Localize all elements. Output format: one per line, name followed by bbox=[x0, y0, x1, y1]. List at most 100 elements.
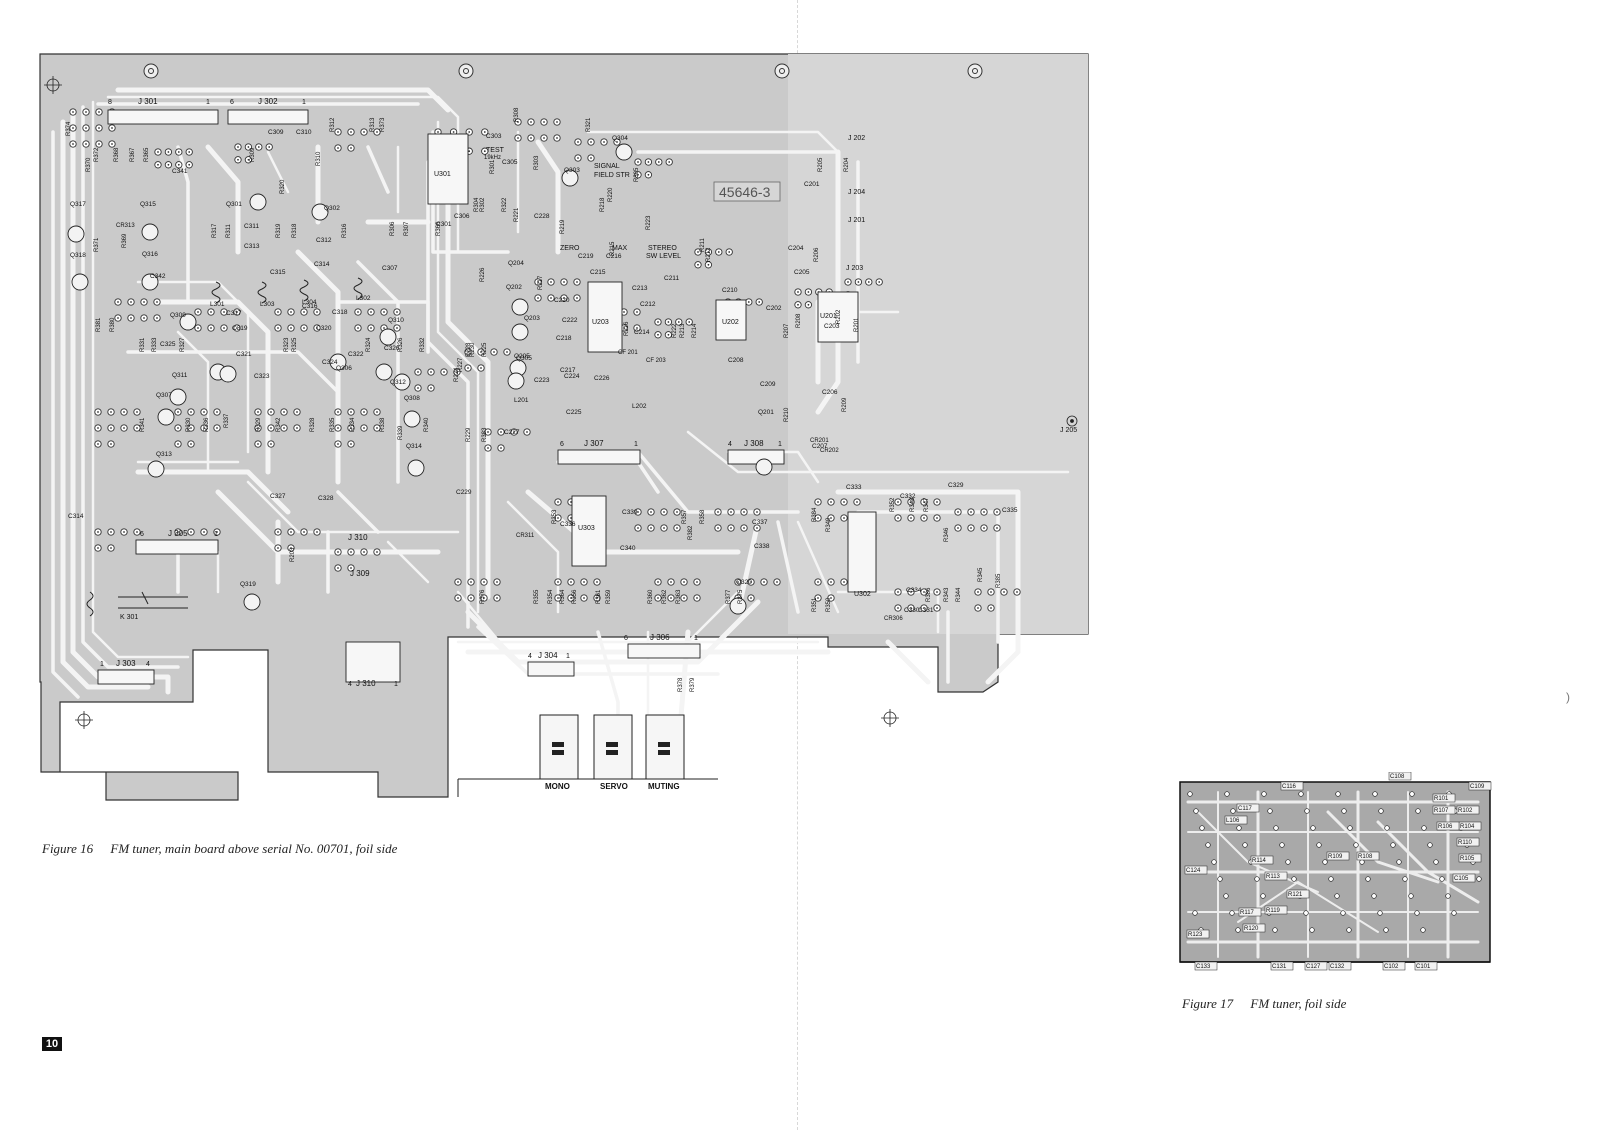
fm-part-box bbox=[1242, 923, 1266, 933]
pad-hole bbox=[188, 163, 191, 166]
fm-pad bbox=[1420, 927, 1426, 933]
component-label: C325 bbox=[160, 341, 176, 348]
component-label: 1 bbox=[778, 441, 782, 448]
fm-part-box bbox=[1452, 873, 1476, 883]
pad-hole bbox=[283, 427, 285, 429]
pad-hole bbox=[797, 291, 799, 293]
pad-hole bbox=[623, 311, 625, 313]
pad-hole bbox=[576, 281, 578, 283]
component-label: C228 bbox=[534, 213, 550, 220]
pad-hole bbox=[697, 251, 699, 253]
pad-hole bbox=[290, 531, 292, 533]
pad-hole bbox=[480, 367, 482, 369]
component-label: R362 bbox=[662, 589, 668, 604]
fm-pad bbox=[1224, 791, 1230, 797]
fm-part-box bbox=[1250, 855, 1274, 865]
component-label: R336 bbox=[204, 417, 210, 432]
component-label: R354 bbox=[548, 589, 554, 604]
fm-component-label: R114 bbox=[1252, 858, 1267, 864]
component-label: R384 bbox=[812, 507, 818, 522]
component-label: CR306 bbox=[884, 616, 903, 622]
fm-pad bbox=[1199, 825, 1205, 831]
component-label: C310 bbox=[296, 129, 312, 136]
pad-hole bbox=[923, 517, 925, 519]
pad-hole bbox=[197, 311, 199, 313]
pad-hole bbox=[363, 427, 365, 429]
component-label: Q309 bbox=[170, 312, 186, 319]
component-label: R348 bbox=[910, 497, 916, 512]
component-label: STEREO bbox=[648, 245, 677, 252]
component-label: R331 bbox=[140, 337, 146, 352]
component-label: C331 bbox=[918, 607, 934, 614]
trace bbox=[51, 130, 80, 699]
pad-hole bbox=[843, 581, 845, 583]
pad-hole bbox=[110, 531, 112, 533]
component-label: U301 bbox=[434, 171, 451, 178]
component-label: C202 bbox=[766, 305, 782, 312]
fm-pad bbox=[1303, 910, 1309, 916]
component-label: R321 bbox=[586, 117, 592, 132]
pad-hole bbox=[156, 301, 158, 303]
component-label: C338 bbox=[754, 543, 770, 550]
pad-hole bbox=[1016, 591, 1018, 593]
pad-hole bbox=[177, 531, 179, 533]
component-label: FIELD STR bbox=[594, 172, 630, 179]
pad-hole bbox=[650, 511, 652, 513]
component-label: R351 bbox=[812, 597, 818, 612]
component-label: 1 bbox=[302, 99, 306, 106]
pad-hole bbox=[357, 311, 359, 313]
fm-component-label: C127 bbox=[1306, 964, 1321, 970]
fm-pad bbox=[1414, 910, 1420, 916]
pad-hole bbox=[750, 581, 752, 583]
fm-pad bbox=[1261, 791, 1267, 797]
component-label: Q313 bbox=[156, 451, 172, 458]
pad-hole bbox=[130, 317, 132, 319]
pad-hole bbox=[467, 367, 469, 369]
pad-hole bbox=[867, 281, 870, 283]
pad-hole bbox=[996, 511, 998, 513]
pad-hole bbox=[830, 581, 832, 583]
component-label: R341 bbox=[140, 417, 146, 432]
component-label: R323 bbox=[284, 337, 290, 352]
component-label: J 306 bbox=[650, 633, 670, 642]
component-label: J 205 bbox=[1060, 427, 1077, 434]
component-label: C217 bbox=[560, 367, 576, 374]
component-label: C309 bbox=[268, 129, 284, 136]
transistor-body bbox=[403, 410, 421, 428]
component-body bbox=[727, 449, 785, 465]
fm-pad bbox=[1476, 876, 1482, 882]
pad-hole bbox=[337, 551, 339, 553]
pad-hole bbox=[936, 607, 938, 609]
fm-part-box bbox=[1286, 889, 1310, 899]
component-body bbox=[135, 539, 219, 555]
pad-hole bbox=[97, 427, 99, 429]
pad-hole bbox=[337, 427, 339, 429]
pad-hole bbox=[156, 317, 158, 319]
component-outlines bbox=[67, 109, 877, 685]
pad-hole bbox=[756, 527, 758, 529]
pad-hole bbox=[277, 327, 279, 329]
pad-hole bbox=[637, 161, 639, 163]
transistor-body bbox=[67, 225, 85, 243]
component-body bbox=[527, 661, 575, 677]
component-label: J 305 bbox=[168, 529, 188, 538]
fm-component-label: R108 bbox=[1358, 854, 1373, 860]
pad-hole bbox=[830, 597, 832, 599]
pad-hole bbox=[637, 173, 639, 176]
fm-pad bbox=[1254, 876, 1260, 882]
component-label: R377 bbox=[726, 589, 732, 604]
fm-component-label: R119 bbox=[1266, 908, 1281, 914]
pad-hole bbox=[470, 597, 472, 599]
pad-hole bbox=[807, 291, 810, 293]
transistor-body bbox=[393, 373, 411, 391]
trace bbox=[115, 87, 451, 113]
pad-hole bbox=[663, 511, 665, 513]
pad-hole bbox=[556, 121, 558, 123]
component-body bbox=[571, 495, 607, 567]
pad-hole bbox=[923, 607, 925, 609]
pad-hole bbox=[457, 597, 459, 599]
pad-hole bbox=[480, 351, 482, 353]
fm-component-label: R113 bbox=[1266, 874, 1281, 880]
component-label: C332 bbox=[900, 493, 916, 500]
component-label: L303 bbox=[260, 301, 275, 308]
